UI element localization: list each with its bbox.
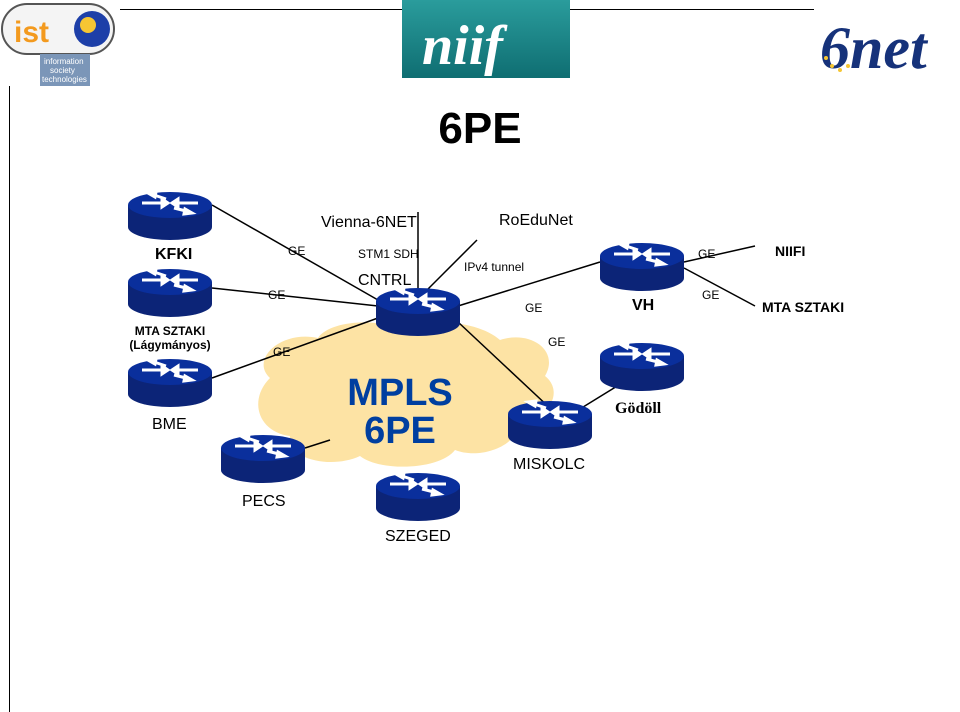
router-bme [126,357,214,409]
slide-frame [9,86,960,712]
node-label-vh: VH [632,297,655,314]
link-label-ge: GE [268,288,286,302]
link-label-ge: GE [288,244,306,258]
router-szeged [374,471,462,523]
router-godoll [598,341,686,393]
ist-logo-text: ist [14,16,49,49]
node-label-godoll: Gödöll [615,400,662,417]
link-label-ge: GE [525,301,543,315]
router-kfki [126,190,214,242]
mpls-cloud [258,322,554,467]
link-label-ge: GE [702,288,720,302]
svg-text:information: information [44,57,84,66]
link-label-ipv4-tunnel: IPv4 tunnel [464,260,525,274]
6net-logo: 6net [816,6,956,81]
node-label-szeged: SZEGED [385,528,451,545]
svg-text:society: society [50,66,75,75]
external-label-vienna: Vienna-6NET [321,214,417,231]
router-cntrl [374,286,462,338]
node-label-niifi: NIIFI [775,243,806,259]
page-title: 6PE [438,104,522,153]
svg-text:technologies: technologies [42,75,87,84]
node-label-bme: BME [152,416,187,433]
router-vh [598,241,686,293]
niif-logo: niif [402,0,570,78]
router-pecs [219,433,307,485]
node-label-kfki: KFKI [155,246,193,263]
external-label-roedunet: RoEduNet [499,212,573,229]
link-label-stm1: STM1 SDH [358,247,419,261]
niif-logo-text: niif [422,15,508,77]
node-label-mta-sztaki-lagymanyos: MTA SZTAKI (Lágymányos) [129,324,211,352]
node-label-miskolc: MISKOLC [513,456,586,473]
ist-logo: ist information society technologies [0,0,118,86]
node-label-mta-sztaki: MTA SZTAKI [762,299,845,315]
node-label-cntrl: CNTRL [358,272,412,289]
link-label-ge: GE [698,247,716,261]
router-miskolc [506,399,594,451]
link-label-ge: GE [273,345,291,359]
link-label-ge: GE [548,335,566,349]
node-label-pecs: PECS [242,493,286,510]
mpls-6pe-label: MPLS 6PE [347,372,453,452]
router-mta-sztaki-lagymanyos [126,267,214,319]
